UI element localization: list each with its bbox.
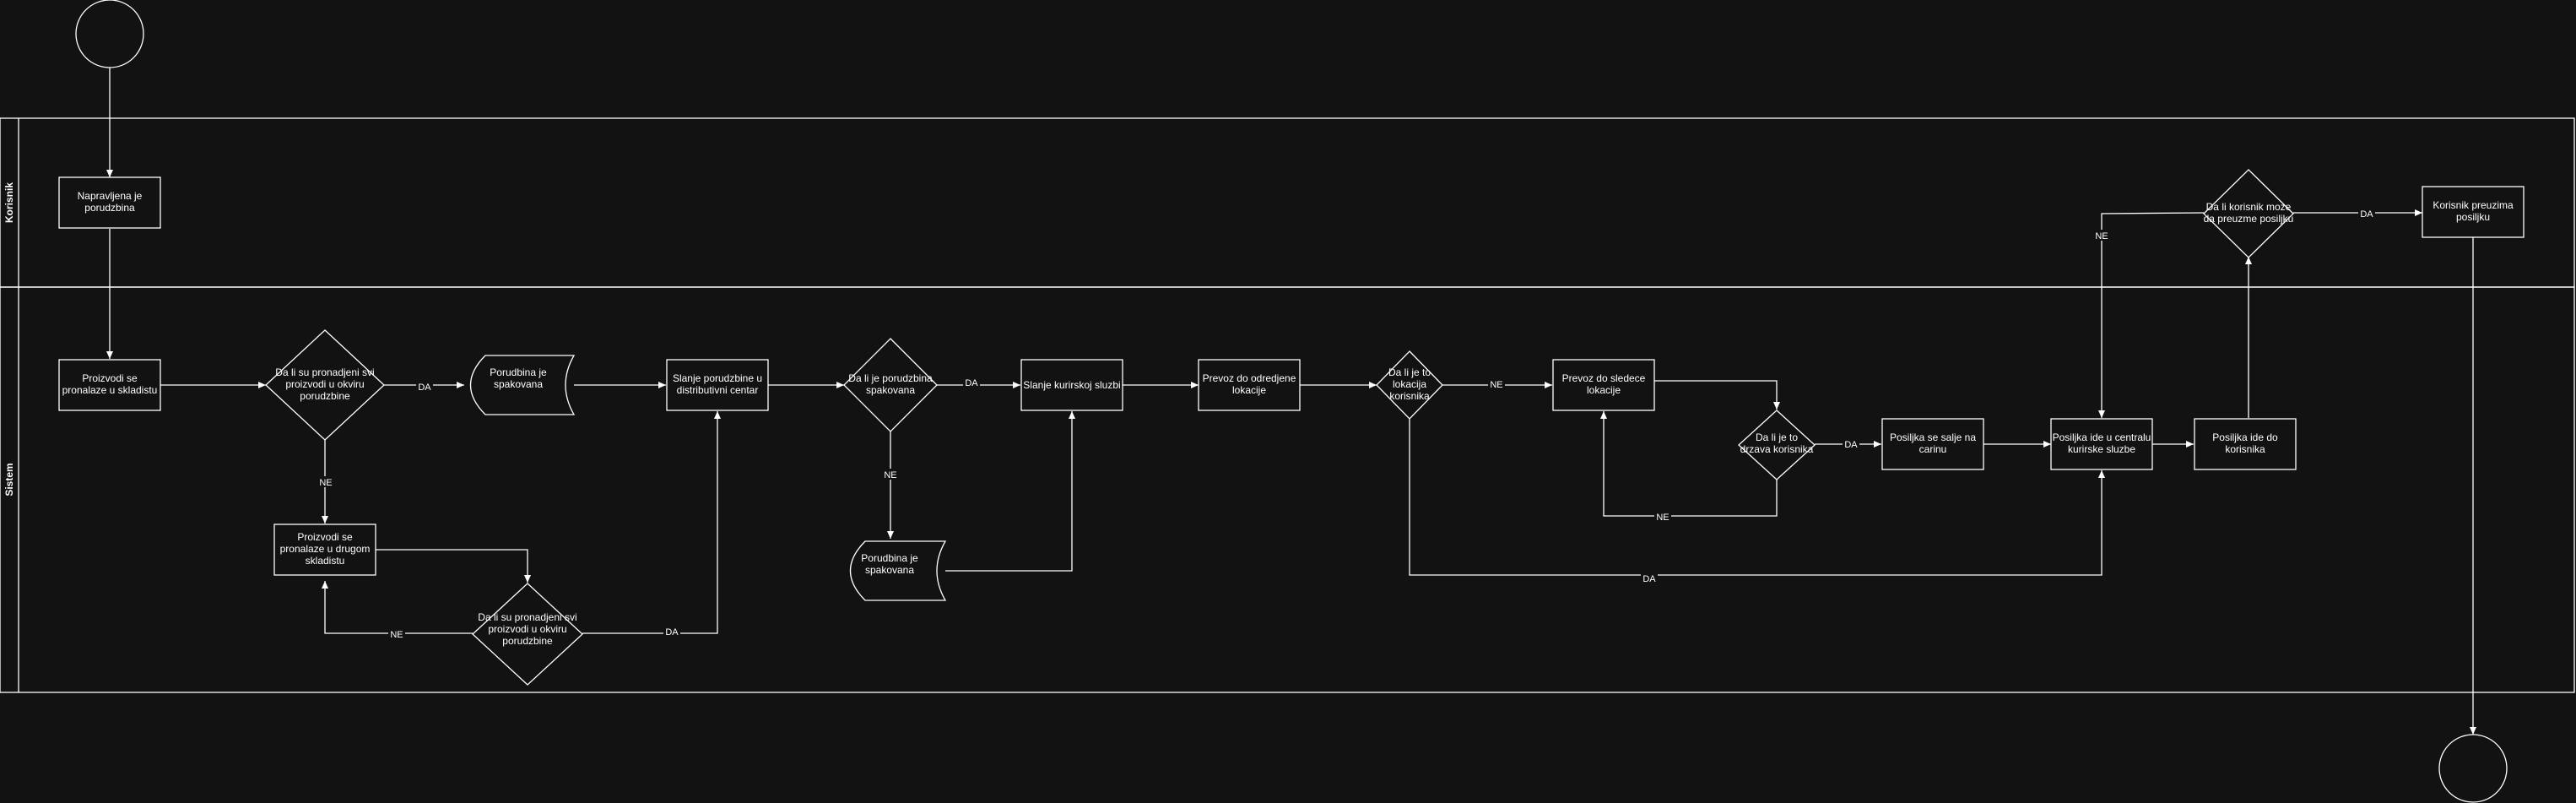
edge-prevoz-sledece-to-dec-drzava xyxy=(1654,380,1780,410)
edge-dec-lokacija-to-centrala xyxy=(1409,419,2105,576)
swimlane-korisnik: Korisnik xyxy=(0,117,2575,288)
lane-label-sistem: Sistem xyxy=(3,463,15,496)
edge-labels: DA NE NE DA DA NE NE DA NE DA NE DA xyxy=(317,208,2375,640)
edge-label-da1: DA xyxy=(418,383,431,393)
start-node xyxy=(75,0,144,68)
edge-label-da-preuzme: DA xyxy=(2360,209,2373,220)
edge-label-ne-preuzme: NE xyxy=(2095,231,2108,241)
edge-label-da-drzava: DA xyxy=(1844,440,1858,450)
edge-dec2-to-slanje-distrib xyxy=(582,411,721,634)
swimlane-sistem: Sistem xyxy=(0,286,2575,693)
edge-dec-preuzme-to-centrala xyxy=(2098,212,2205,418)
edge-spakovana2-to-slanje-kurir xyxy=(945,411,1075,572)
edge-label-ne3: NE xyxy=(884,470,896,480)
svg-text:Slanje kurirskoj sluzbi: Slanje kurirskoj sluzbi xyxy=(1023,379,1120,391)
lane-label-korisnik: Korisnik xyxy=(3,182,15,223)
edge-label-ne-drzava: NE xyxy=(1656,513,1669,523)
edge-proizvodi-drugo-to-dec2 xyxy=(376,549,531,583)
end-node xyxy=(2438,734,2508,803)
edge-label-da3: DA xyxy=(965,378,978,388)
edge-dec-drzava-to-prevoz-sledece xyxy=(1600,411,1778,517)
edge-label-ne2: NE xyxy=(390,630,403,640)
edge-dec2-to-proizvodi-drugo xyxy=(322,581,473,634)
edge-label-ne4: NE xyxy=(1490,380,1502,390)
edge-label-da-lokacija: DA xyxy=(1642,574,1656,584)
edge-label-ne1: NE xyxy=(319,478,332,488)
action-slanje-kurirskoj: Slanje kurirskoj sluzbi xyxy=(1020,359,1123,411)
edge-label-da2: DA xyxy=(665,627,679,638)
